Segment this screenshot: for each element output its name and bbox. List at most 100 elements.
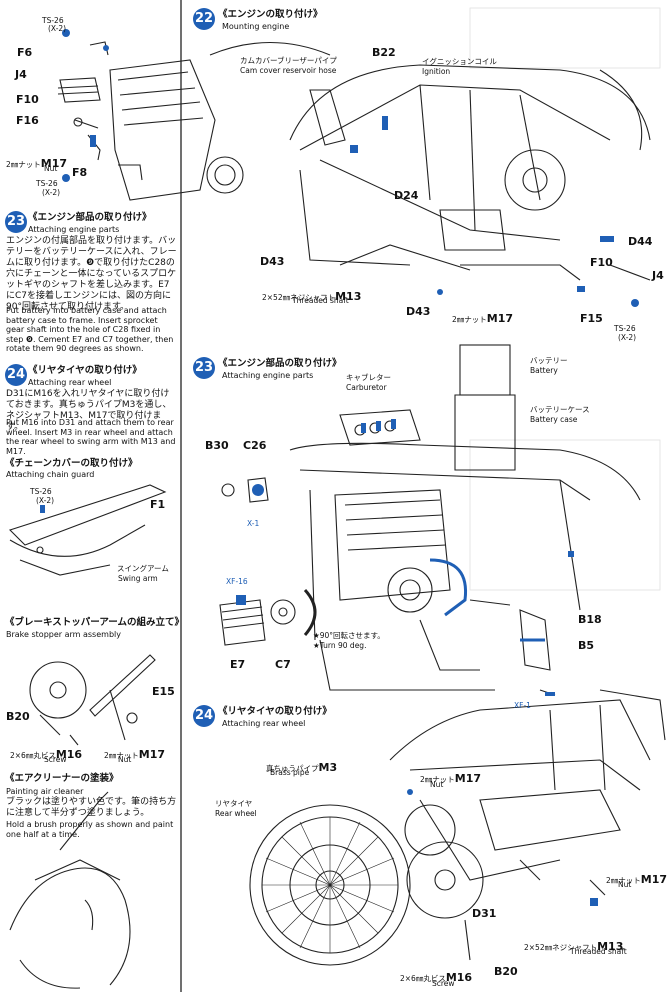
x2-right: (X-2) [618,333,637,342]
nut2-jp: 2㎜ナット [606,876,641,885]
part-d44: D44 [628,235,653,248]
x2-label-2: (X-2) [42,188,61,197]
shaft2-en: Threaded shaft [570,947,627,956]
brake-arm-drawing [29,654,156,746]
nut2-code: M17 [640,873,668,886]
turn-jp: ★90°回転させます。 [313,631,385,640]
nut-m17-left2: 2㎜ナットM17 [104,743,165,762]
step-22-title-en: Mounting engine [222,22,290,31]
step-23-right-title-en: Attaching engine parts [222,371,314,380]
carb-jp: キャブレター [346,373,391,382]
frame-mount-drawing [209,41,651,281]
ts26-right: TS-26 [614,324,636,333]
step-24-right-title-en: Attaching rear wheel [222,719,306,728]
step-23-right-title-jp: 《エンジン部品の取り付け》 [218,358,342,369]
part-j4: J4 [15,68,27,81]
air-text-jp: ブラックは塗りやすい色です。筆の持ち方に注意して半分ずつ塗りましょう。 [6,797,177,818]
step-24-title-jp: 《リヤタイヤの取り付け》 [28,365,142,376]
chain-ts26: TS-26 [30,487,52,496]
carb-en: Carburetor [346,383,387,392]
step-23-right-number: 23 [193,357,215,379]
part-f8: F8 [72,166,88,179]
chain-guard-drawing [8,484,167,576]
step-23-title-en: Attaching engine parts [28,225,120,234]
brake-title-en: Brake stopper arm assembly [6,630,121,639]
part-b30: B30 [205,439,229,452]
air-title-en: Painting air cleaner [6,787,84,796]
nut-m17-right: 2㎜ナットM17 [606,868,667,887]
xf1-label: XF-1 [514,701,531,710]
part-d43-a: D43 [260,255,285,268]
shaft-jp: 2×52㎜ネジシャフト [262,293,336,302]
part-d43-b: D43 [406,305,431,318]
step-23-text-en: Put battery into battery case and attach… [6,306,174,353]
screw2-code: M16 [445,971,473,984]
nut-code-2: M17 [138,748,166,761]
battery-jp: バッテリー [530,356,568,365]
nut-jp-2: 2㎜ナット [104,751,139,760]
screw-code: M16 [55,748,83,761]
xf16-label: XF-16 [226,577,248,586]
nut-en: Nut [44,164,58,173]
step-24-number: 24 [5,364,27,386]
part-b18: B18 [578,613,602,626]
ts26-label-2: TS-26 [36,179,58,188]
rear-wheel-drawing [249,689,666,966]
shaft2-code: M13 [597,940,624,953]
part-j4-right: J4 [652,269,664,282]
shaft-en-top: Threaded shaft [292,296,349,305]
swing-arm-en: Swing arm [118,574,158,583]
nut2-en: Nut [618,880,632,889]
part-e15: E15 [152,685,175,698]
chain-x2: (X-2) [36,496,55,505]
nut-code: M17 [40,157,68,170]
pipe-jp: 真ちゅうパイプ [266,764,319,773]
step-24-right-title-jp: 《リヤタイヤの取り付け》 [218,706,332,717]
step-24-title-en: Attaching rear wheel [28,378,112,387]
shaft-m13-bottom: 2×52㎜ネジシャフトM13 [524,935,623,954]
step-24-text-jp: D31にM16を入れリヤタイヤに取り付けておきます。真ちゅうパイプM3を通し、ネ… [6,389,172,432]
part-e7: E7 [230,658,246,671]
part-c7: C7 [275,658,291,671]
air-title-jp: 《エアクリーナーの塗装》 [5,773,119,784]
battery-case-jp: バッテリーケース [530,405,590,414]
step-24-text-en: Put M16 into D31 and attach them to rear… [6,418,176,456]
part-c26: C26 [243,439,267,452]
nut-code-r: M17 [486,312,514,325]
nut-en-mid: Nut [430,780,444,789]
screw-m16-right: 2×6㎜丸ビスM16 [400,966,472,985]
ts26-label-top: TS-26 [42,16,64,25]
nut-m17-mid: 2㎜ナットM17 [420,767,481,786]
part-d24: D24 [394,189,419,202]
screw-jp: 2×6㎜丸ビス [10,751,56,760]
part-d31: D31 [472,907,497,920]
ignition-en: Ignition [422,67,451,76]
screw-m16-left: 2×6㎜丸ビスM16 [10,743,82,762]
part-f16: F16 [16,114,39,127]
shaft2-jp: 2×52㎜ネジシャフト [524,943,598,952]
chain-title-en: Attaching chain guard [6,470,95,479]
part-b20-left: B20 [6,710,30,723]
nut-m17-label: 2㎜ナットM17 [6,152,67,171]
step-22-title-jp: 《エンジンの取り付け》 [218,9,323,20]
battery-en: Battery [530,366,558,375]
battery-case-en: Battery case [530,415,578,424]
part-b22: B22 [372,46,396,59]
part-f1: F1 [150,498,166,511]
screw-en-left: Screw [44,755,67,764]
pipe-code: M3 [318,761,338,774]
hand-painting-drawing [9,791,131,989]
nut-jp: 2㎜ナット [6,160,41,169]
nut-en-left2: Nut [118,755,132,764]
step-23-number: 23 [5,211,27,233]
shaft-code: M13 [335,290,362,303]
wheel-jp: リヤタイヤ [215,799,253,808]
brass-pipe-m3: 真ちゅうパイプM3 [266,756,337,775]
brass-pipe-en: Brass pipe [270,768,310,777]
turn-en: ★Turn 90 deg. [313,641,367,650]
screw2-jp: 2×6㎜丸ビス [400,974,446,983]
part-f15: F15 [580,312,603,325]
part-b20-right: B20 [494,965,518,978]
shaft-m13-top: 2×52㎜ネジシャフトM13 [262,285,361,304]
